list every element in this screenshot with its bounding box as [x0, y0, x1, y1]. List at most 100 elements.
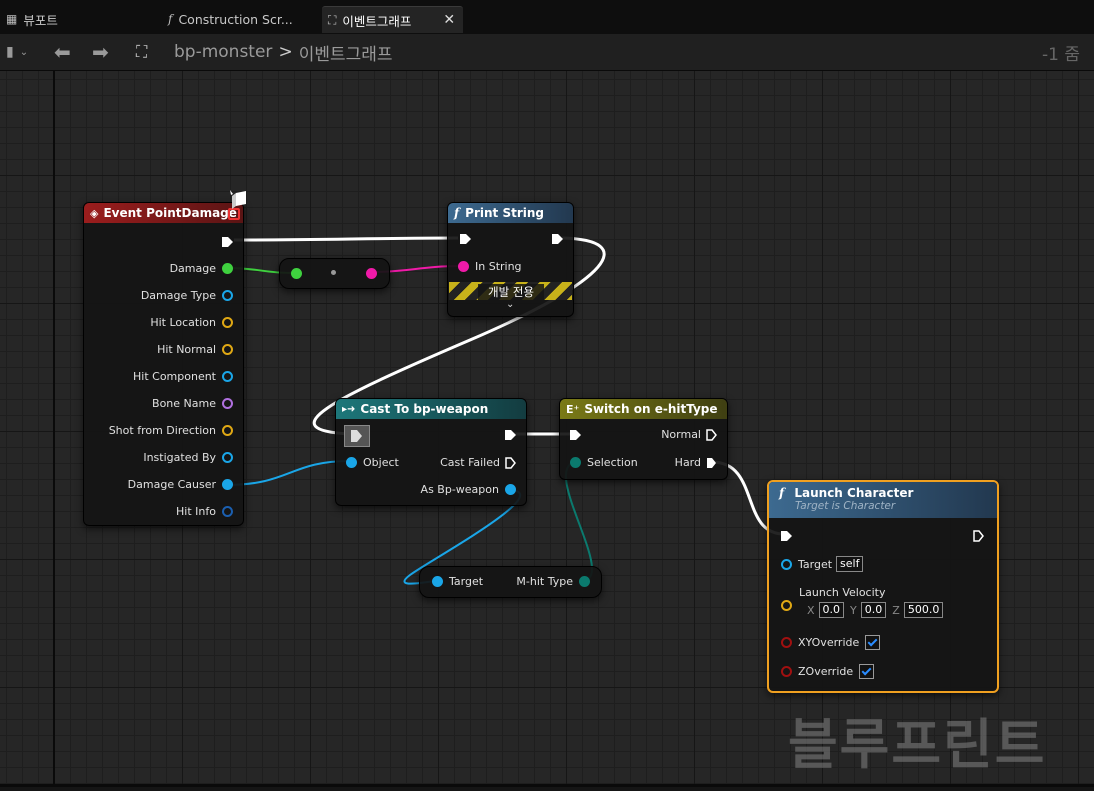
exec-out-pin[interactable] [221, 236, 234, 248]
graph-icon: ⛶ [328, 12, 337, 27]
pin-bone-name[interactable]: Bone Name [152, 397, 233, 410]
pin-shot-from-direction[interactable]: Shot from Direction [109, 424, 233, 437]
struct-pin-icon [222, 506, 233, 517]
enum-pin-icon [570, 457, 581, 468]
event-point-damage-node[interactable]: ◈ Event PointDamage Damage Damage Type H… [83, 202, 244, 526]
server-icon [228, 190, 250, 212]
breadcrumb-graph: 이벤트그래프 [298, 44, 393, 65]
node-subtitle: Target is Character [795, 500, 896, 512]
pin-m-hit-type[interactable]: M-hit Type [516, 575, 590, 588]
string-pin-icon [458, 261, 469, 272]
pin-z-override[interactable]: ZOverride [781, 664, 875, 679]
xy-override-checkbox[interactable] [865, 635, 881, 650]
pin-xy-override[interactable]: XYOverride [781, 635, 881, 650]
delegate-pin[interactable] [228, 208, 240, 220]
print-string-node[interactable]: f Print String In String 개발 전용 ⌄ [447, 202, 574, 317]
name-pin-icon [222, 398, 233, 409]
function-icon: f [454, 206, 460, 220]
z-override-checkbox[interactable] [859, 664, 875, 679]
object-pin-icon [222, 479, 233, 490]
target-value-field[interactable]: self [836, 556, 864, 572]
graph-border [0, 784, 1094, 787]
node-header: ▸➜ Cast To bp-weapon [336, 399, 526, 419]
back-arrow-icon[interactable]: ⬅ [54, 40, 71, 64]
pin-damage-causer[interactable]: Damage Causer [128, 478, 233, 491]
y-label: Y [850, 603, 857, 617]
cast-to-bp-weapon-node[interactable]: ▸➜ Cast To bp-weapon Object Cast Failed … [335, 398, 527, 506]
object-pin-icon [781, 558, 792, 570]
object-pin-icon [505, 484, 516, 495]
pin-hit-component[interactable]: Hit Component [133, 370, 233, 383]
pin-object[interactable]: Object [346, 456, 399, 469]
pin-hit-info[interactable]: Hit Info [176, 505, 233, 518]
conversion-dot-icon [331, 270, 336, 275]
pin-hit-location[interactable]: Hit Location [150, 316, 233, 329]
tab-label: 이벤트그래프 [342, 13, 412, 29]
launch-character-node[interactable]: f Launch Character Target is Character T… [767, 480, 999, 693]
exec-out-pin[interactable] [504, 429, 517, 441]
struct-pin-icon [222, 317, 233, 328]
node-header: f Print String [448, 203, 573, 223]
exec-in-pin[interactable] [459, 233, 472, 245]
node-header: f Launch Character Target is Character [769, 482, 997, 518]
function-icon: f [779, 486, 785, 500]
struct-pin-icon[interactable] [781, 600, 792, 611]
exec-in-pin[interactable] [780, 530, 793, 542]
pin-as-bp-weapon[interactable]: As Bp-weapon [421, 483, 516, 496]
launch-velocity-label: Launch Velocity [799, 586, 886, 599]
pin-in-string[interactable]: In String [458, 260, 522, 273]
tab-bar: ▦ 뷰포트 f Construction Scr... ⛶ 이벤트그래프 ✕ [0, 0, 1094, 35]
y-field[interactable]: 0.0 [860, 602, 887, 618]
expand-chevron-icon[interactable]: ⌄ [506, 299, 515, 310]
get-m-hit-type-node[interactable]: Target M-hit Type [419, 566, 602, 598]
exec-out-pin[interactable] [551, 233, 564, 245]
switch-on-e-hittype-node[interactable]: E⁺ Switch on e-hitType Normal Selection … [559, 398, 728, 480]
enum-pin-icon [579, 576, 590, 587]
x-field[interactable]: 0.0 [818, 602, 845, 618]
function-icon: f [168, 12, 173, 26]
bool-pin-icon [781, 666, 792, 677]
float-to-string-conversion-node[interactable] [279, 258, 390, 289]
pin-cast-failed[interactable]: Cast Failed [440, 456, 516, 469]
pin-instigated-by[interactable]: Instigated By [143, 451, 233, 464]
event-icon: ◈ [90, 206, 99, 220]
pin-target[interactable]: Target [432, 575, 483, 588]
pin-hard[interactable]: Hard [675, 456, 717, 469]
node-header: ◈ Event PointDamage [84, 203, 243, 223]
exec-in-pin[interactable] [569, 429, 582, 441]
tab-construction-script[interactable]: f Construction Scr... [168, 6, 293, 32]
string-pin-icon [366, 268, 377, 279]
tab-event-graph[interactable]: ⛶ 이벤트그래프 ✕ [322, 6, 464, 33]
breadcrumb-blueprint[interactable]: bp-monster [174, 42, 273, 62]
object-pin-icon [346, 457, 357, 468]
pin-normal[interactable]: Normal [661, 428, 717, 441]
struct-pin-icon [222, 344, 233, 355]
pure-cast-toggle[interactable] [344, 425, 370, 447]
object-pin-icon [432, 576, 443, 587]
struct-pin-icon [222, 425, 233, 436]
forward-arrow-icon[interactable]: ➡ [92, 40, 109, 64]
node-title: Cast To bp-weapon [360, 402, 489, 416]
object-pin-icon [222, 452, 233, 463]
switch-icon: E⁺ [566, 402, 580, 416]
z-field[interactable]: 500.0 [903, 602, 944, 618]
float-pin-icon [222, 263, 233, 274]
exec-out-pin[interactable] [973, 530, 984, 542]
close-icon[interactable]: ✕ [443, 12, 456, 28]
pin-damage[interactable]: Damage [170, 262, 233, 275]
tab-viewport[interactable]: ▦ 뷰포트 [6, 6, 58, 32]
node-title: Print String [465, 206, 544, 220]
grid-icon: ▦ [6, 12, 18, 26]
pin-hit-normal[interactable]: Hit Normal [157, 343, 233, 356]
cast-icon: ▸➜ [342, 403, 356, 415]
z-label: Z [892, 603, 900, 617]
development-only-label: 개발 전용 [478, 284, 544, 300]
pin-selection[interactable]: Selection [570, 456, 638, 469]
bool-pin-icon [781, 637, 792, 648]
bookmark-icon[interactable]: ▮⌄ [6, 44, 29, 60]
breadcrumb: bp-monster > 이벤트그래프 [174, 34, 393, 70]
zoom-level: -1 줌 [1042, 44, 1080, 65]
pin-damage-type[interactable]: Damage Type [141, 289, 233, 302]
float-pin-icon [291, 268, 302, 279]
